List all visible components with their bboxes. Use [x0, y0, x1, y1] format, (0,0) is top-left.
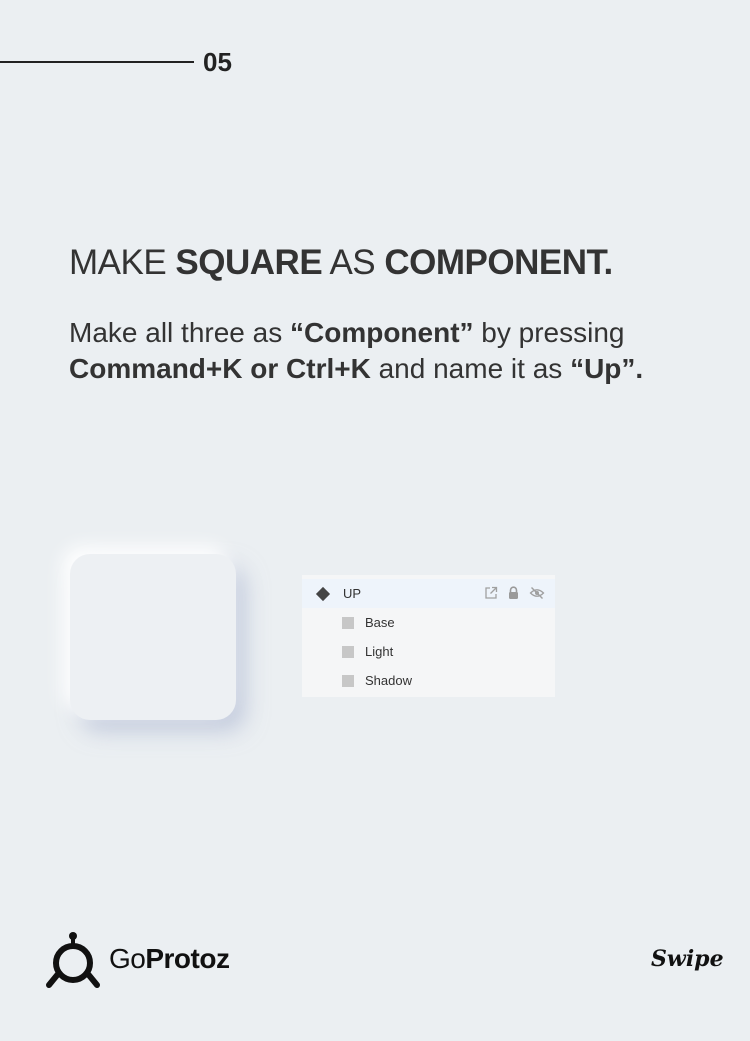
rectangle-icon: [342, 616, 354, 629]
lock-icon[interactable]: [507, 586, 520, 600]
layer-row-shadow[interactable]: Shadow: [302, 666, 555, 695]
brand-logo: GoProtoz: [46, 930, 230, 988]
eye-hidden-icon[interactable]: [529, 586, 545, 600]
rectangle-icon: [342, 645, 354, 658]
layer-row-light[interactable]: Light: [302, 637, 555, 666]
layer-label: UP: [343, 586, 362, 601]
layer-label: Shadow: [365, 673, 412, 688]
brand-name: GoProtoz: [109, 943, 230, 975]
desc-part-4: Command+K or Ctrl+K: [69, 353, 371, 384]
component-diamond-icon: [315, 586, 331, 601]
page-title: MAKE SQUARE AS COMPONENT.: [69, 243, 613, 283]
title-part-1: MAKE: [69, 243, 176, 282]
title-part-3: AS: [322, 243, 385, 282]
layer-row-base[interactable]: Base: [302, 608, 555, 637]
desc-part-3: by pressing: [473, 317, 625, 348]
brand-name-light: Go: [109, 943, 146, 974]
desc-part-6: “Up”.: [570, 353, 644, 384]
layer-row-up[interactable]: UP: [302, 579, 555, 608]
goprotoz-logo-icon: [46, 932, 100, 988]
step-number: 05: [203, 47, 232, 77]
rectangle-icon: [342, 674, 354, 687]
brand-name-bold: Protoz: [145, 943, 230, 974]
title-part-4: COMPONENT.: [384, 243, 613, 282]
external-link-icon[interactable]: [484, 586, 498, 600]
title-part-2: SQUARE: [175, 243, 323, 282]
layer-label: Light: [365, 644, 394, 659]
desc-part-2: “Component”: [290, 317, 474, 348]
swipe-label: Swipe: [651, 946, 724, 972]
instruction-text: Make all three as “Component” by pressin…: [69, 315, 709, 387]
layer-actions: [484, 586, 545, 600]
layers-panel: UP Base Light Shadow: [302, 575, 555, 697]
desc-part-1: Make all three as: [69, 317, 290, 348]
neumorphic-square: [70, 554, 236, 720]
header-rule: [0, 61, 194, 63]
layer-label: Base: [365, 615, 395, 630]
desc-part-5: and name it as: [370, 353, 571, 384]
